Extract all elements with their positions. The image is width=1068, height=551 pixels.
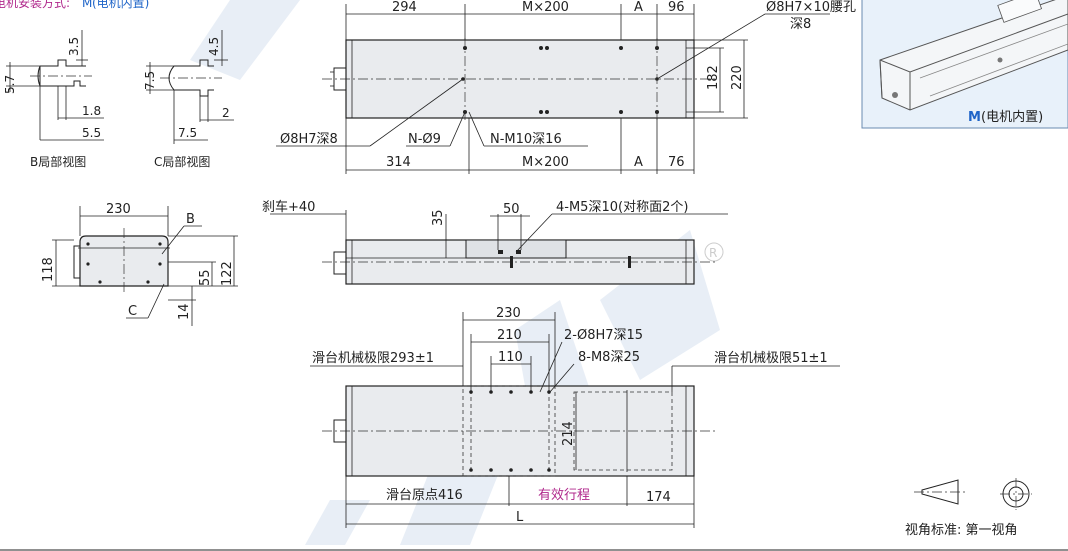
bottom-view: 230 210 110 2-Ø8H7深15 8-M8深25 滑台机械极限293±…	[310, 306, 840, 528]
detail-view-c: 4.5 7.5 2 7.5 C局部视图	[143, 30, 234, 169]
svg-text:55: 55	[198, 269, 213, 286]
svg-text:N-Ø9: N-Ø9	[408, 132, 441, 147]
svg-text:刹车+40: 刹车+40	[262, 199, 315, 215]
svg-text:118: 118	[41, 257, 56, 282]
svg-text:C局部视图: C局部视图	[154, 154, 210, 169]
product-photo: M (电机内置)	[861, 0, 1068, 129]
svg-text:7.5: 7.5	[178, 126, 197, 140]
svg-text:50: 50	[503, 202, 520, 217]
detail-view-b: 3.5 5.7 1.8 5.5 B局部视图	[3, 30, 104, 169]
svg-text:M×200: M×200	[522, 155, 569, 170]
svg-text:4.5: 4.5	[207, 37, 221, 56]
svg-text:5.7: 5.7	[3, 75, 17, 94]
svg-text:A: A	[634, 155, 643, 170]
svg-text:110: 110	[498, 350, 523, 365]
header-mount-type: 电机安装方式: M (电机内置)	[0, 0, 149, 10]
svg-text:M: M	[82, 0, 92, 10]
svg-text:76: 76	[668, 155, 685, 170]
svg-text:R: R	[709, 246, 717, 260]
svg-text:4-M5深10(对称面2个): 4-M5深10(对称面2个)	[556, 200, 688, 215]
svg-text:314: 314	[386, 155, 411, 170]
svg-text:(电机内置): (电机内置)	[92, 0, 149, 10]
projection-label: 视角标准: 第一视角	[905, 523, 1018, 538]
svg-text:3.5: 3.5	[67, 37, 81, 56]
svg-text:96: 96	[668, 0, 685, 15]
svg-text:35: 35	[431, 209, 446, 226]
svg-text:滑台机械极限51±1: 滑台机械极限51±1	[714, 351, 828, 366]
svg-text:2-Ø8H7深15: 2-Ø8H7深15	[564, 328, 643, 343]
svg-text:L: L	[516, 510, 524, 525]
svg-text:B: B	[186, 212, 195, 227]
svg-text:A: A	[634, 0, 643, 15]
svg-text:8-M8深25: 8-M8深25	[578, 350, 640, 365]
svg-text:有效行程: 有效行程	[538, 488, 590, 503]
svg-text:Ø8H7×10腰孔: Ø8H7×10腰孔	[766, 0, 856, 15]
svg-text:2: 2	[222, 106, 230, 120]
svg-text:Ø8H7深8: Ø8H7深8	[280, 132, 338, 147]
svg-text:电机安装方式:: 电机安装方式:	[0, 0, 70, 10]
svg-text:滑台机械极限293±1: 滑台机械极限293±1	[312, 351, 434, 366]
svg-text:C: C	[128, 304, 137, 319]
svg-text:122: 122	[220, 261, 235, 286]
svg-text:174: 174	[646, 490, 671, 505]
svg-text:220: 220	[730, 65, 745, 90]
end-view: 230 B 118 122 55 14 C	[41, 202, 238, 326]
projection-symbol: 视角标准: 第一视角	[905, 478, 1032, 538]
registered-mark: R	[704, 242, 724, 262]
svg-text:230: 230	[106, 202, 131, 217]
svg-text:294: 294	[392, 0, 417, 15]
svg-text:M×200: M×200	[522, 0, 569, 15]
svg-text:14: 14	[177, 303, 192, 320]
svg-text:7.5: 7.5	[143, 71, 157, 90]
side-view: 刹车+40 35 50 4-M5深10(对称面2个)	[262, 199, 728, 285]
svg-text:1.8: 1.8	[82, 104, 101, 118]
svg-text:5.5: 5.5	[82, 126, 101, 140]
svg-text:214: 214	[561, 421, 576, 446]
top-view: 294 M×200 A 96 Ø8H7×10腰孔 深8 182 220 314 …	[276, 0, 856, 174]
svg-text:230: 230	[496, 306, 521, 321]
svg-text:M: M	[968, 110, 981, 125]
svg-text:(电机内置): (电机内置)	[981, 109, 1043, 125]
svg-text:N-M10深16: N-M10深16	[490, 132, 562, 147]
svg-text:182: 182	[706, 65, 721, 90]
actuator-illustration	[879, 0, 1068, 111]
svg-text:210: 210	[497, 328, 522, 343]
svg-text:滑台原点416: 滑台原点416	[386, 488, 463, 503]
svg-text:B局部视图: B局部视图	[30, 154, 86, 169]
svg-text:深8: 深8	[790, 17, 811, 32]
